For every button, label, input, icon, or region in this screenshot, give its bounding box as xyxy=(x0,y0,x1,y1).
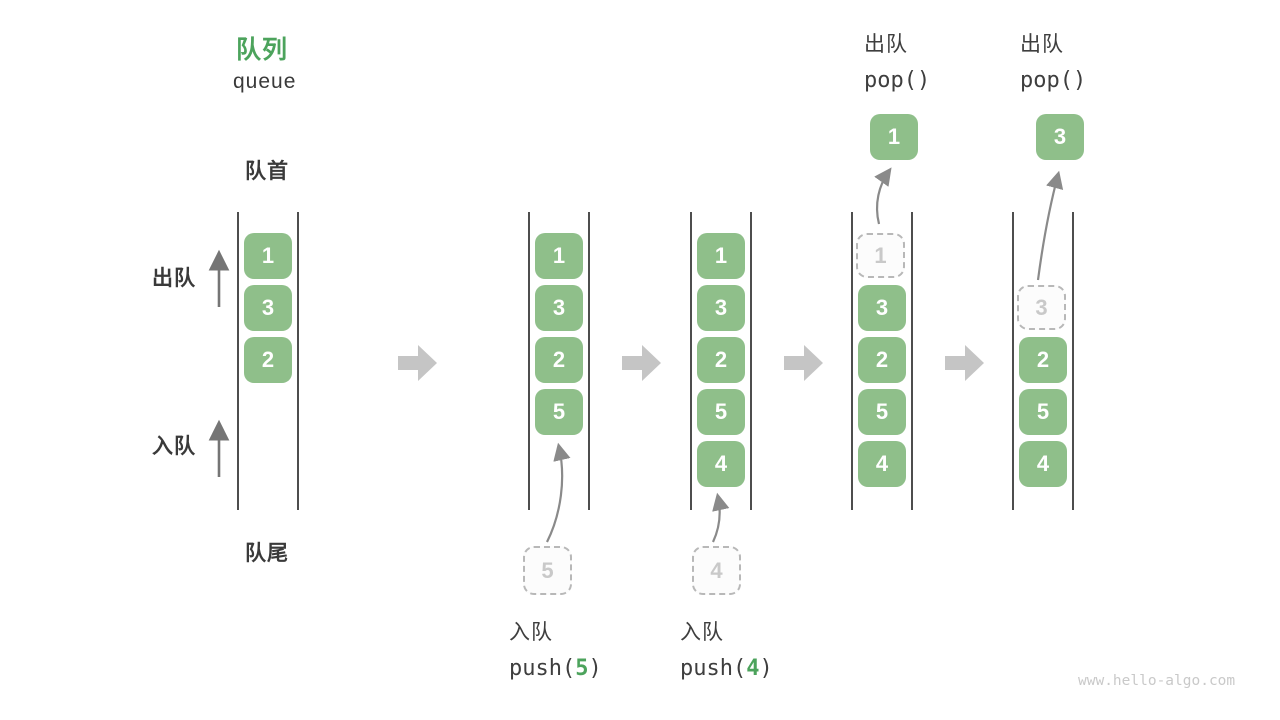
diagram-title-zh: 队列 xyxy=(236,36,289,64)
queue-slot: 1 xyxy=(535,233,583,279)
queue-slot: 2 xyxy=(535,337,583,383)
queue-wall-line xyxy=(911,212,913,510)
queue-slot: 5 xyxy=(535,389,583,435)
queue-slot: 2 xyxy=(697,337,745,383)
push-label-zh: 入队 xyxy=(509,621,553,644)
incoming-element-box: 4 xyxy=(692,546,741,595)
queue-slot: 4 xyxy=(697,441,745,487)
queue-slot: 2 xyxy=(1019,337,1067,383)
push-code-text: push( xyxy=(509,656,576,681)
queue-slot: 2 xyxy=(858,337,906,383)
queue-wall-line xyxy=(851,212,853,510)
queue-wall-line xyxy=(690,212,692,510)
incoming-element-box: 5 xyxy=(523,546,572,595)
dequeue-side-label: 出队 xyxy=(152,267,196,290)
diagram-title-en: queue xyxy=(233,70,297,93)
queue-wall-line xyxy=(297,212,299,510)
queue-wall-line xyxy=(588,212,590,510)
queue-slot: 3 xyxy=(535,285,583,331)
stage-transition-arrow-1 xyxy=(398,345,437,381)
push-label-zh: 入队 xyxy=(680,621,724,644)
queue-slot: 2 xyxy=(244,337,292,383)
popped-element-box: 1 xyxy=(870,114,918,160)
push-arg-value: 4 xyxy=(746,656,760,681)
queue-slot: 3 xyxy=(697,285,745,331)
queue-wall-line xyxy=(528,212,530,510)
queue-slot-ghost: 1 xyxy=(856,233,905,278)
push-label-code: push(4) xyxy=(680,656,773,681)
queue-slot-ghost: 3 xyxy=(1017,285,1066,330)
stage-transition-arrow-3 xyxy=(784,345,823,381)
queue-rear-label: 队尾 xyxy=(245,542,289,565)
queue-front-label: 队首 xyxy=(245,160,289,183)
push-code-text: ) xyxy=(588,656,602,681)
pop-label-code: pop() xyxy=(1020,68,1087,93)
pop-operation-label: 出队 pop() xyxy=(864,28,930,93)
enqueue-arrow-4 xyxy=(712,492,730,543)
enqueue-side-label: 入队 xyxy=(152,435,196,458)
dequeue-arrow-3 xyxy=(1036,170,1064,281)
push-code-text: push( xyxy=(680,656,747,681)
pop-label-zh: 出队 xyxy=(864,33,908,56)
pop-label-code: pop() xyxy=(864,68,931,93)
watermark: www.hello-algo.com xyxy=(1078,673,1236,689)
push-code-text: ) xyxy=(759,656,773,681)
queue-slot: 4 xyxy=(1019,441,1067,487)
push-operation-label: 入队 push(4) xyxy=(680,616,773,681)
queue-slot: 3 xyxy=(858,285,906,331)
pop-operation-label: 出队 pop() xyxy=(1020,28,1086,93)
dequeue-arrow-1 xyxy=(874,167,892,225)
stage-transition-arrow-4 xyxy=(945,345,984,381)
queue-slot: 3 xyxy=(244,285,292,331)
queue-slot: 4 xyxy=(858,441,906,487)
pop-label-zh: 出队 xyxy=(1020,33,1064,56)
queue-slot: 5 xyxy=(1019,389,1067,435)
queue-wall-line xyxy=(750,212,752,510)
queue-slot: 5 xyxy=(697,389,745,435)
queue-slot: 1 xyxy=(697,233,745,279)
queue-slot: 1 xyxy=(244,233,292,279)
popped-element-box: 3 xyxy=(1036,114,1084,160)
queue-wall-line xyxy=(1072,212,1074,510)
push-label-code: push(5) xyxy=(509,656,602,681)
push-arg-value: 5 xyxy=(575,656,589,681)
stage-transition-arrow-2 xyxy=(622,345,661,381)
queue-wall-line xyxy=(1012,212,1014,510)
queue-slot: 5 xyxy=(858,389,906,435)
push-operation-label: 入队 push(5) xyxy=(509,616,602,681)
queue-wall-line xyxy=(237,212,239,510)
enqueue-arrow-5 xyxy=(546,442,571,543)
